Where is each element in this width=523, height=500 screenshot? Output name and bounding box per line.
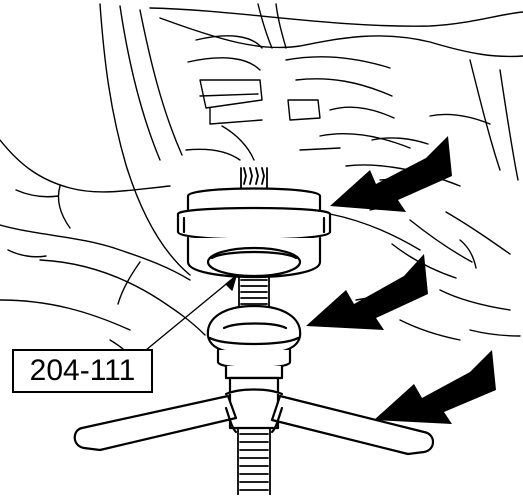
receiver-cup [176,187,332,279]
t-handle-screw [73,376,435,456]
spherical-installer [206,304,302,380]
tool-number-callout: 204-111 [12,349,153,393]
arrow-icon [306,136,496,424]
callout-leader [145,275,237,351]
